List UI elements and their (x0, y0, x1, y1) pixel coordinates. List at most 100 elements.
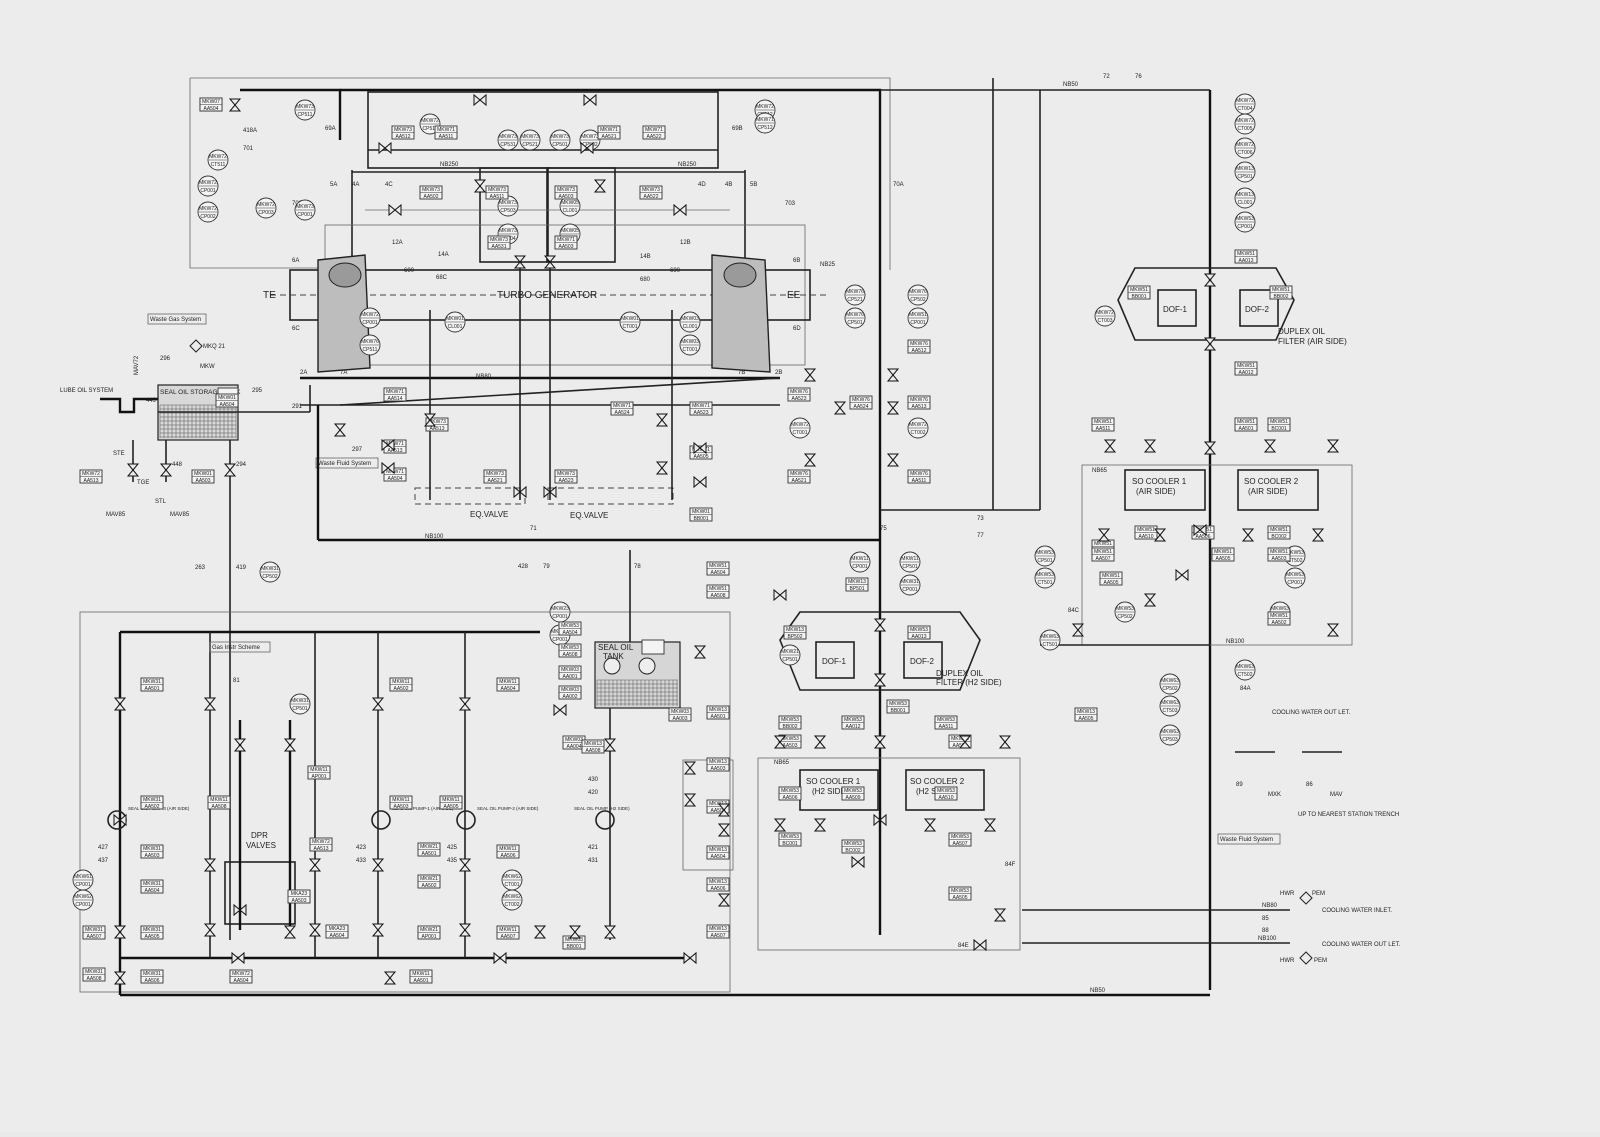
so-cooler-1-air-label-2: (AIR SIDE) (1136, 487, 1176, 496)
point-448: 448 (172, 462, 183, 468)
tag-code: MKW73 (488, 187, 506, 193)
valve-symbol (203, 858, 217, 872)
tag-id: AA012 (845, 724, 860, 730)
valve-symbol (1097, 528, 1111, 542)
instrument-id: CP511 (363, 347, 378, 353)
instrument-id: CP501 (782, 657, 798, 663)
so-cooler-2-air-label-2: (AIR SIDE) (1248, 487, 1288, 496)
tag-id: BB001 (890, 708, 905, 714)
waste-fluid-system-label: Waste Fluid System (318, 461, 371, 467)
instrument-code: MKW11 (901, 556, 919, 562)
valve-symbol (673, 203, 687, 217)
instrument-code: MKW63 (1161, 729, 1179, 735)
cooling-water-inlet-label: COOLING WATER INLET. (1322, 908, 1392, 914)
so-cooler-2-h2-label-1: SO COOLER 2 (910, 777, 965, 786)
gas-instr-scheme-label: Gas Instr Scheme (212, 645, 261, 651)
point-72: 72 (1103, 74, 1110, 80)
valve-symbol (473, 93, 487, 107)
tag-code: MKW73 (486, 471, 504, 477)
point-69b: 69B (732, 126, 743, 132)
instrument-code: MKW62 (503, 874, 521, 880)
instrument-code: MKW76 (361, 339, 379, 345)
tag-code: MKW07 (202, 99, 220, 105)
tag-id: AA501 (413, 978, 428, 984)
tag-code: MKW03 (671, 709, 689, 715)
mav72-label: MAV72 (134, 355, 140, 375)
tag-id: AA514 (387, 396, 402, 402)
tag-id: BC001 (1271, 426, 1287, 432)
valve-symbol (308, 923, 322, 937)
point-418a: 418A (243, 128, 257, 134)
tag-code: MKW53 (781, 717, 799, 723)
tag-id: AA508 (585, 748, 600, 754)
tag-code: MKW51 (1272, 287, 1290, 293)
point-690-a: 690 (404, 268, 415, 274)
instrument-id: CP001 (1287, 580, 1303, 586)
point-4c: 4C (385, 182, 393, 188)
point-77: 77 (977, 533, 984, 539)
tag-code: MKW51 (1094, 419, 1112, 425)
tag-code: MKW31 (143, 971, 161, 977)
valve-symbol (1153, 528, 1167, 542)
tag-code: MKW21 (420, 844, 438, 850)
instrument-code: MKW72 (257, 202, 275, 208)
tag-id: BP501 (849, 586, 864, 592)
instrument-code: MKW72 (361, 312, 379, 318)
instrument-code: MKW21 (781, 649, 799, 655)
valve-symbol (228, 98, 242, 112)
tag-id: BC002 (845, 848, 861, 854)
point-296: 296 (160, 356, 171, 362)
tag-code: MKW53 (910, 627, 928, 633)
tag-id: AA502 (423, 194, 438, 200)
cooling-water-section: COOLING WATER OUT LET. COOLING WATER INL… (1022, 710, 1401, 965)
valve-symbol (543, 255, 557, 269)
duplex-oil-filter-air-label-1: DUPLEX OIL (1278, 327, 1326, 336)
tag-code: MKW11 (499, 679, 517, 685)
instrument-code: MKW31 (291, 698, 309, 704)
valve-symbol (308, 858, 322, 872)
mkq21-label: MKQ 21 (203, 344, 226, 350)
tag-code: MKW71 (645, 127, 663, 133)
instrument-id: CT001 (792, 430, 807, 436)
valve-symbol (159, 463, 173, 477)
valve-symbol (231, 951, 245, 965)
seal-oil-tank: SEAL OIL TANK (594, 550, 734, 940)
valve-symbol (693, 645, 707, 659)
instrument-code: MKW72 (756, 104, 774, 110)
tag-code: MKW21 (420, 927, 438, 933)
tag-code: MKW73 (422, 187, 440, 193)
instrument-code: MKW31 (901, 579, 919, 585)
tag-code: MKW53 (781, 834, 799, 840)
tag-id: AA013 (1238, 258, 1253, 264)
pem-label-1: PEM (1312, 891, 1325, 897)
instrument-id: CP501 (847, 320, 863, 326)
tag-code: MKW71 (600, 127, 618, 133)
tag-id: AA506 (782, 795, 797, 801)
tag-id: AA503 (291, 898, 306, 904)
tag-id: AA004 (566, 744, 581, 750)
tag-code: MKW53 (561, 623, 579, 629)
tag-id: AA510 (1138, 534, 1153, 540)
tag-id: AA502 (1271, 620, 1286, 626)
tag-id: AA505 (144, 934, 159, 940)
